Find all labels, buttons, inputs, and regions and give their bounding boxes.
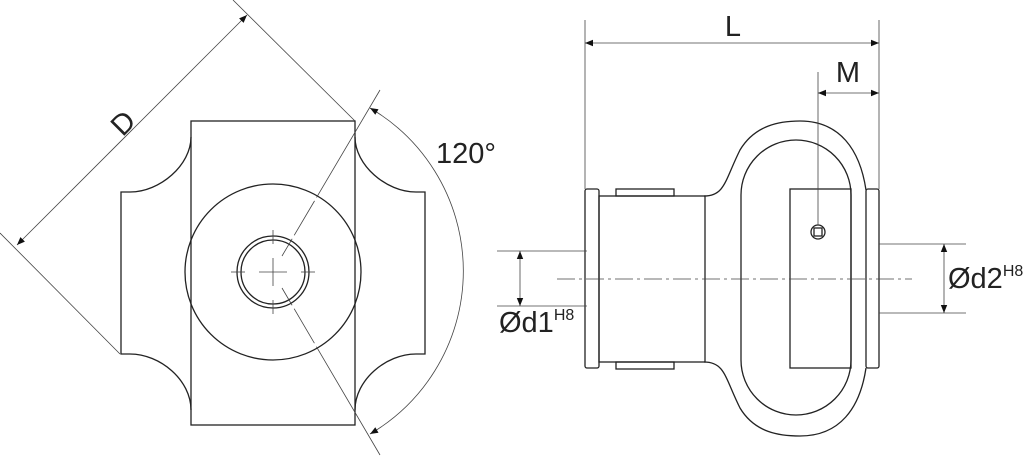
d1-label: Ød1H8 [499, 307, 574, 339]
angle-leg-upper [281, 89, 381, 257]
set-screw-icon [810, 224, 826, 240]
m-label: M [836, 57, 860, 89]
right-flange [865, 188, 880, 369]
front-view: D 120° [0, 0, 496, 456]
bulb-outer-bottom [703, 361, 867, 437]
d2-label: Ød2H8 [948, 263, 1023, 295]
angle-label: 120° [436, 138, 496, 170]
side-view: L M Ød1H8 Ød2H8 [497, 11, 1023, 437]
left-wing [120, 136, 192, 411]
center-mark [231, 230, 315, 314]
body-rect [190, 120, 356, 426]
right-wing [354, 136, 426, 411]
bottom-lug [615, 361, 675, 370]
bulb-outer-top [703, 120, 867, 197]
outer-circle [184, 183, 362, 361]
bulb-inner [740, 139, 852, 416]
d-extension-line [232, 0, 356, 122]
d-extension-line [0, 232, 121, 355]
top-lug [615, 188, 675, 197]
l-label: L [725, 11, 741, 43]
angle-leg-lower [281, 287, 381, 456]
left-flange [584, 188, 600, 369]
collar [789, 188, 852, 369]
set-screw-hex [813, 227, 823, 237]
d-label: D [105, 105, 142, 142]
d-dimension-line [16, 14, 248, 246]
angle-arc [369, 107, 464, 435]
